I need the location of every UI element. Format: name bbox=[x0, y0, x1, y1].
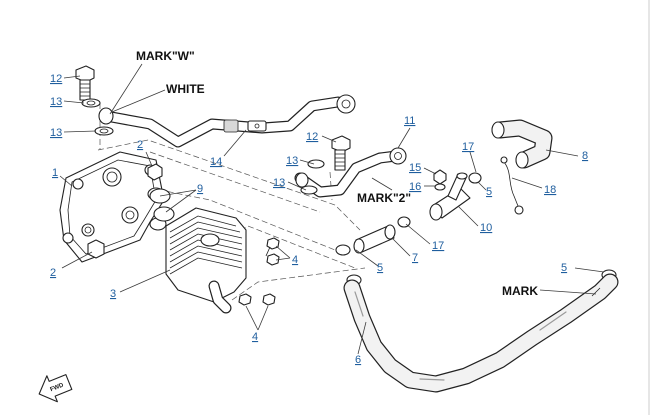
bolts bbox=[87, 163, 280, 306]
callout-12-mid[interactable]: 12 bbox=[306, 131, 318, 143]
callout-8[interactable]: 8 bbox=[582, 150, 588, 162]
fwd-arrow-icon: FWD bbox=[38, 374, 73, 403]
oil-cooler-base-plate bbox=[59, 151, 167, 263]
bolt-2-upper bbox=[147, 163, 163, 181]
banjo-bolt-left bbox=[75, 65, 95, 101]
callout-13-lower[interactable]: 13 bbox=[50, 127, 62, 139]
oil-cooler-core bbox=[165, 207, 247, 314]
oil-pipe-11 bbox=[294, 147, 407, 198]
mark-label: MARK bbox=[502, 284, 538, 298]
page-edge bbox=[648, 0, 650, 415]
callout-5-right[interactable]: 5 bbox=[486, 186, 492, 198]
joint-pipe-7 bbox=[353, 224, 396, 254]
callout-10[interactable]: 10 bbox=[480, 222, 492, 234]
mark-2-label: MARK"2" bbox=[357, 191, 411, 205]
callout-4-right[interactable]: 4 bbox=[292, 254, 298, 266]
joint-10 bbox=[429, 172, 471, 221]
bolt-4-c bbox=[238, 293, 252, 306]
callout-17-lower[interactable]: 17 bbox=[432, 240, 444, 252]
banjo-bolt-mid bbox=[300, 135, 351, 195]
o-ring-16 bbox=[434, 183, 446, 191]
callout-5-lower-right[interactable]: 5 bbox=[561, 262, 567, 274]
bolt-4-b bbox=[266, 253, 280, 266]
callout-16[interactable]: 16 bbox=[409, 181, 421, 193]
white-label: WHITE bbox=[166, 82, 205, 96]
sealing-washers-left bbox=[81, 98, 114, 136]
callout-14[interactable]: 14 bbox=[210, 156, 222, 168]
spring-clip-18 bbox=[500, 156, 524, 215]
fwd-label: FWD bbox=[50, 382, 66, 393]
callout-12-upper[interactable]: 12 bbox=[50, 73, 62, 85]
callout-17-upper[interactable]: 17 bbox=[462, 141, 474, 153]
cap-15 bbox=[433, 169, 447, 185]
callout-4-lower[interactable]: 4 bbox=[252, 331, 258, 343]
callout-2-lower[interactable]: 2 bbox=[50, 267, 56, 279]
callout-13-mid-upper[interactable]: 13 bbox=[286, 155, 298, 167]
bolt-4-d bbox=[262, 293, 276, 306]
mark-labels: MARK"W" WHITE MARK"2" MARK bbox=[136, 49, 538, 298]
mark-w-label: MARK"W" bbox=[136, 49, 195, 63]
callout-11[interactable]: 11 bbox=[404, 115, 415, 127]
hose-8 bbox=[491, 119, 553, 169]
callout-2-upper[interactable]: 2 bbox=[137, 139, 143, 151]
callout-18[interactable]: 18 bbox=[544, 184, 556, 196]
hose-6 bbox=[343, 273, 619, 393]
callout-9[interactable]: 9 bbox=[197, 183, 203, 195]
callout-13-upper[interactable]: 13 bbox=[50, 96, 62, 108]
callout-1[interactable]: 1 bbox=[52, 167, 58, 179]
callout-6[interactable]: 6 bbox=[355, 354, 361, 366]
callout-7[interactable]: 7 bbox=[412, 252, 418, 264]
leader-lines bbox=[59, 63, 605, 355]
callout-3[interactable]: 3 bbox=[110, 288, 116, 300]
callout-5-mid[interactable]: 5 bbox=[377, 262, 383, 274]
callout-numbers: 12 13 13 2 1 9 2 3 4 4 14 12 13 13 11 5 … bbox=[50, 73, 588, 366]
oil-pipe-14 bbox=[98, 94, 356, 148]
callout-13-mid-lower[interactable]: 13 bbox=[273, 177, 285, 189]
callout-15[interactable]: 15 bbox=[409, 162, 421, 174]
bolt-2-lower bbox=[87, 239, 105, 259]
